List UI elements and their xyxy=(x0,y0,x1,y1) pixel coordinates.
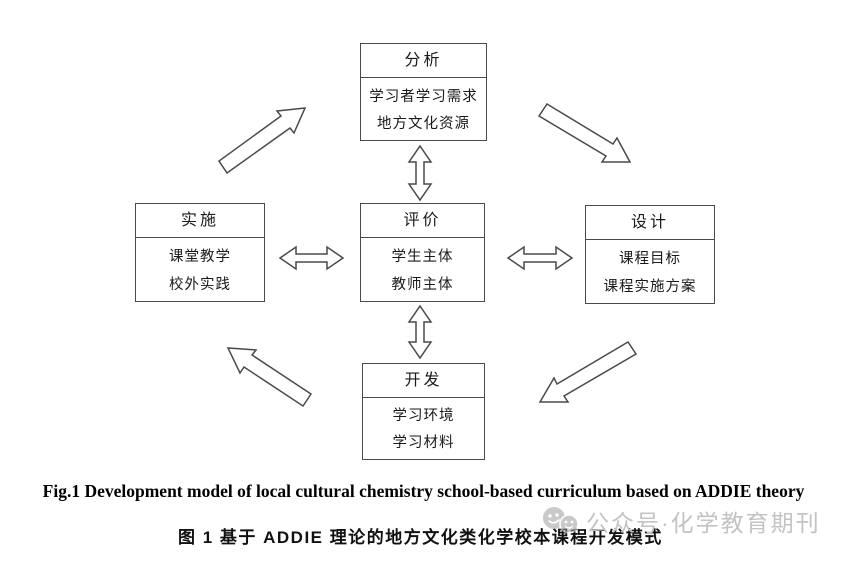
node-implementation-item: 课堂教学 xyxy=(169,248,231,265)
double-arrow-implementation-evaluation xyxy=(278,245,345,271)
node-development-title: 开发 xyxy=(363,364,484,398)
node-evaluation-item: 学生主体 xyxy=(391,248,454,265)
block-arrow-analysis-to-design xyxy=(537,102,632,163)
block-arrow-implementation-to-analysis xyxy=(217,107,307,175)
watermark: 公众号·化学教育期刊 xyxy=(540,504,821,538)
node-evaluation-title: 评价 xyxy=(361,204,484,238)
node-implementation-body: 课堂教学 校外实践 xyxy=(136,238,264,301)
figure-caption-chinese: 图 1 基于 ADDIE 理论的地方文化类化学校本课程开发模式 xyxy=(178,528,663,547)
double-arrow-analysis-evaluation xyxy=(407,144,433,202)
node-implementation-title: 实施 xyxy=(136,204,264,238)
node-analysis-item: 学习者学习需求 xyxy=(369,88,478,105)
node-development-item: 学习材料 xyxy=(392,435,455,452)
node-evaluation: 评价 学生主体 教师主体 xyxy=(360,203,485,302)
node-analysis-body: 学习者学习需求 地方文化资源 xyxy=(361,78,486,140)
double-arrow-evaluation-design xyxy=(506,245,574,271)
node-evaluation-item: 教师主体 xyxy=(391,276,454,293)
watermark-text: 公众号·化学教育期刊 xyxy=(586,510,821,536)
node-analysis-item: 地方文化资源 xyxy=(377,116,470,132)
node-design-title: 设计 xyxy=(586,206,714,240)
node-design-body: 课程目标 课程实施方案 xyxy=(586,240,714,303)
block-arrow-development-to-implementation xyxy=(226,347,313,408)
double-arrow-evaluation-development xyxy=(407,304,433,360)
node-development-item: 学习环境 xyxy=(392,408,455,425)
node-analysis-title: 分析 xyxy=(361,44,486,78)
node-design: 设计 课程目标 课程实施方案 xyxy=(585,205,715,304)
node-implementation-item: 校外实践 xyxy=(169,276,231,293)
node-evaluation-body: 学生主体 教师主体 xyxy=(361,238,484,301)
node-development-body: 学习环境 学习材料 xyxy=(363,398,484,459)
node-design-item: 课程目标 xyxy=(619,250,681,267)
node-design-item: 课程实施方案 xyxy=(603,278,697,295)
wechat-chat-faces-icon xyxy=(543,507,579,534)
block-arrow-design-to-development xyxy=(538,340,638,403)
node-analysis: 分析 学习者学习需求 地方文化资源 xyxy=(360,43,487,141)
figure-caption-english: Fig.1 Development model of local cultura… xyxy=(42,481,805,501)
node-implementation: 实施 课堂教学 校外实践 xyxy=(135,203,265,302)
node-development: 开发 学习环境 学习材料 xyxy=(362,363,485,460)
